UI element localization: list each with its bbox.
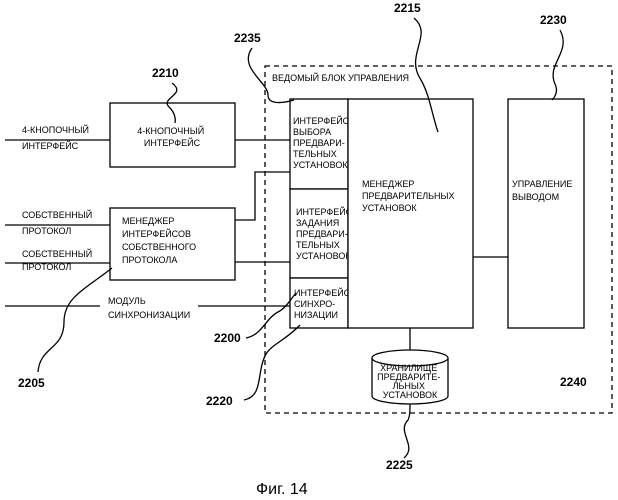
preset-select-interface-label: ИНТЕРФЕЙС ВЫБОРА ПРЕДВАРИ- ТЕЛЬНЫХ УСТАН… [293, 115, 352, 170]
preset-set-interface-label: ИНТЕРФЕЙС ЗАДАНИЯ ПРЕДВАРИ- ТЕЛЬНЫХ УСТА… [296, 206, 355, 261]
ref-2210: 2210 [152, 66, 179, 80]
figure-caption: Фиг. 14 [256, 481, 308, 498]
ref-2230: 2230 [540, 13, 567, 27]
ref-2200: 2200 [214, 331, 241, 345]
input-own-protocol-1-label: СОБСТВЕННЫЙ ПРОТОКОЛ [22, 209, 95, 236]
ref-2235: 2235 [234, 31, 261, 45]
leader-2200 [246, 293, 296, 338]
leader-2205 [38, 268, 112, 372]
ref-2225: 2225 [386, 458, 413, 472]
input-four-button-label: 4-КНОПОЧНЫЙ ИНТЕРФЕЙС [22, 124, 91, 151]
leader-2230 [552, 30, 563, 100]
ref-2240: 2240 [560, 375, 587, 389]
preset-manager-block [348, 99, 473, 328]
preset-storage-label: ХРАНИЛИЩЕ ПРЕДВАРИТЕ- ЛЬНЫХ УСТАНОВОК [377, 363, 443, 400]
input-sync-module-label: МОДУЛЬ СИНХРОНИЗАЦИИ [108, 296, 190, 320]
leader-2225 [404, 404, 410, 458]
output-control-block [508, 99, 584, 328]
input-own-protocol-2-label: СОБСТВЕННЫЙ ПРОТОКОЛ [22, 248, 95, 272]
protocol-manager-to-preset-select-connector [235, 172, 290, 220]
ref-2215: 2215 [394, 1, 421, 15]
ref-2220: 2220 [206, 394, 233, 408]
ref-2205: 2205 [18, 376, 45, 390]
container-title: ВЕДОМЫЙ БЛОК УПРАВЛЕНИЯ [272, 72, 409, 83]
